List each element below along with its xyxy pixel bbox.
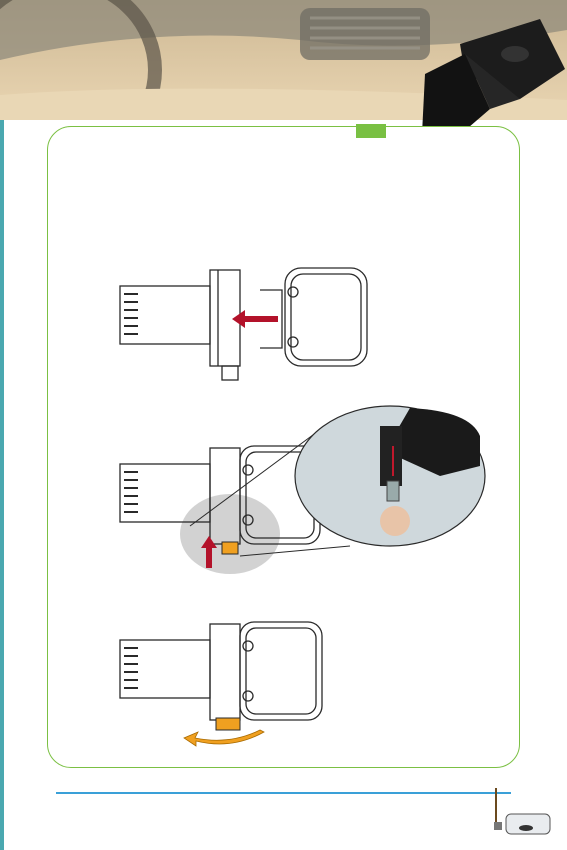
antenna-device-icon [480,786,552,836]
rotate-arrow [184,730,264,746]
footer-rule [56,792,511,794]
step-3-rotate-figure [110,620,410,750]
section-tab [356,124,386,138]
side-rule [0,0,4,850]
zoom-inset [180,396,500,586]
insert-arrow [232,310,278,328]
step-1-insert-figure [110,266,410,396]
